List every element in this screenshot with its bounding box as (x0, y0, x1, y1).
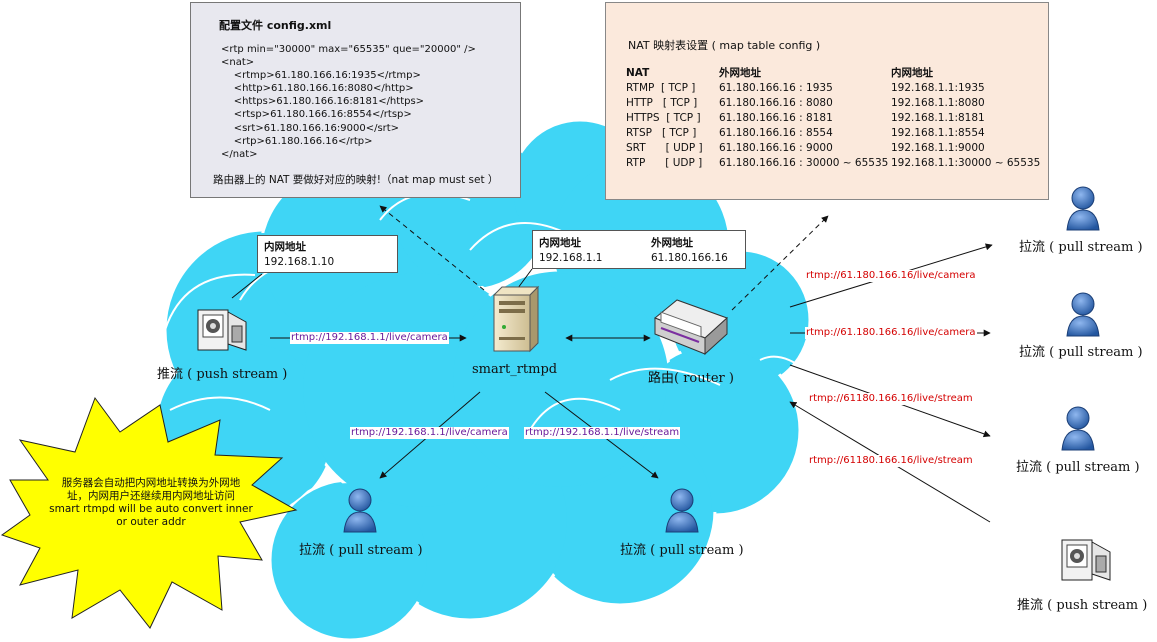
camera-push-label: 推流 ( push stream ) (157, 367, 288, 382)
nat-cell: 61.180.166.16 : 1935 (719, 82, 833, 94)
config-line: <srt>61.180.166.16:9000</srt> (221, 122, 400, 134)
table-row: RTMP [ TCP ] 61.180.166.16 : 1935 192.16… (626, 81, 1040, 96)
nat-header: 内网地址 (891, 67, 933, 79)
router-icon (654, 299, 728, 356)
nat-cell: HTTP [ TCP ] (626, 97, 698, 109)
pull-left-label: 拉流 ( pull stream ) (299, 543, 423, 558)
router-label: 路由( router ) (648, 371, 734, 386)
nat-cell: RTP [ UDP ] (626, 157, 703, 169)
nat-cell: 61.180.166.16 : 8554 (719, 127, 833, 139)
config-dashed-arrow (379, 205, 485, 291)
nat-table: NAT 外网地址 内网地址 RTMP [ TCP ] 61.180.166.16… (626, 66, 1040, 171)
server-address-box: 内网地址 192.168.1.1 外网地址 61.180.166.16 (532, 230, 746, 269)
config-note: 路由器上的 NAT 要做好对应的映射!（nat map must set ） (213, 174, 499, 186)
person-icon (1066, 186, 1100, 231)
auto-convert-note: 服务器会自动把内网地址转换为外网地 址，内网用户还继续用内网地址访问 smart… (40, 477, 262, 529)
config-file-box: 配置文件 config.xml <rtp min="30000" max="65… (190, 2, 521, 198)
camera-address-box: 内网地址 192.168.1.10 (257, 235, 398, 273)
nat-cell: 192.168.1.1:1935 (891, 82, 985, 94)
config-line: <rtmp>61.180.166.16:1935</rtmp> (221, 70, 421, 82)
pull-right-label-1: 拉流 ( pull stream ) (1019, 240, 1143, 255)
nat-cell: 192.168.1.1:8080 (891, 97, 985, 109)
nat-cell: 192.168.1.1:30000 ~ 65535 (891, 157, 1041, 169)
table-row: HTTPS [ TCP ] 61.180.166.16 : 8181 192.1… (626, 111, 1040, 126)
nat-header: 外网地址 (719, 67, 761, 79)
note-starburst (0, 396, 298, 629)
url-out-4: rtmp://61180.166.16/live/stream (808, 455, 974, 467)
url-pull-left: rtmp://192.168.1.1/live/camera (350, 427, 509, 439)
note-line: 址，内网用户还继续用内网地址访问 (67, 490, 235, 502)
nat-header: NAT (626, 67, 650, 79)
table-row: SRT [ UDP ] 61.180.166.16 : 9000 192.168… (626, 141, 1040, 156)
address-value: 192.168.1.10 (264, 256, 335, 268)
nat-header-row: NAT 外网地址 内网地址 (626, 66, 1040, 81)
url-out-1: rtmp://61.180.166.16/live/camera (805, 270, 977, 282)
nat-cell: 192.168.1.1:8181 (891, 112, 985, 124)
table-row: RTP [ UDP ] 61.180.166.16 : 30000 ~ 6553… (626, 156, 1040, 171)
pull-mid-label: 拉流 ( pull stream ) (620, 543, 744, 558)
nat-cell: 61.180.166.16 : 8181 (719, 112, 833, 124)
outer-address-col: 外网地址 61.180.166.16 (651, 236, 728, 266)
config-line: <rtp>61.180.166.16</rtp> (221, 135, 373, 147)
nat-cell: 61.180.166.16 : 9000 (719, 142, 833, 154)
table-row: RTSP [ TCP ] 61.180.166.16 : 8554 192.16… (626, 126, 1040, 141)
address-label: 内网地址 (539, 237, 581, 249)
url-out-2: rtmp://61.180.166.16/live/camera (805, 327, 977, 339)
config-line: </nat> (221, 148, 258, 160)
nat-cell: RTMP [ TCP ] (626, 82, 696, 94)
url-push-in: rtmp://192.168.1.1/live/camera (290, 332, 449, 344)
nat-map-box: NAT 映射表设置 ( map table config ) NAT 外网地址 … (605, 2, 1049, 200)
config-line: <http>61.180.166.16:8080</http> (221, 83, 414, 95)
camera-icon (1061, 539, 1111, 581)
nat-dashed-arrow (731, 215, 829, 311)
config-code: <rtp min="30000" max="65535" que="20000"… (221, 43, 476, 161)
server-label: smart_rtmpd (472, 362, 558, 377)
push-right-label: 推流 ( push stream ) (1017, 598, 1148, 613)
person-icon (665, 488, 699, 533)
pull-right-label-3: 拉流 ( pull stream ) (1016, 460, 1140, 475)
note-line: or outer addr (116, 516, 186, 528)
nat-cell: RTSP [ TCP ] (626, 127, 697, 139)
nat-cell: 61.180.166.16 : 30000 ~ 65535 (719, 157, 889, 169)
config-line: <https>61.180.166.16:8181</https> (221, 96, 425, 108)
config-line: <rtp min="30000" max="65535" que="20000"… (221, 44, 476, 55)
note-line: 服务器会自动把内网地址转换为外网地 (61, 477, 241, 489)
nat-cell: 61.180.166.16 : 8080 (719, 97, 833, 109)
inner-box-pointer (231, 273, 263, 299)
nat-cell: HTTPS [ TCP ] (626, 112, 701, 124)
person-icon (1061, 406, 1095, 451)
server-icon (492, 285, 540, 353)
nat-cell: 192.168.1.1:9000 (891, 142, 985, 154)
person-icon (343, 488, 377, 533)
nat-cell: SRT [ UDP ] (626, 142, 703, 154)
address-value: 61.180.166.16 (651, 252, 728, 264)
nat-title: NAT 映射表设置 ( map table config ) (628, 39, 821, 52)
config-line: <rtsp>61.180.166.16:8554</rtsp> (221, 109, 412, 121)
inner-address-col: 内网地址 192.168.1.1 (539, 236, 602, 266)
person-icon (1066, 292, 1100, 337)
pull-right-label-2: 拉流 ( pull stream ) (1019, 345, 1143, 360)
table-row: HTTP [ TCP ] 61.180.166.16 : 8080 192.16… (626, 96, 1040, 111)
url-pull-mid: rtmp://192.168.1.1/live/stream (524, 427, 681, 439)
nat-cell: 192.168.1.1:8554 (891, 127, 985, 139)
config-line: <nat> (221, 57, 255, 69)
url-out-3: rtmp://61180.166.16/live/stream (808, 393, 974, 405)
config-title: 配置文件 config.xml (219, 19, 332, 32)
camera-icon (197, 309, 247, 351)
note-line: smart rtmpd will be auto convert inner (49, 503, 253, 515)
address-label: 外网地址 (651, 237, 693, 249)
address-value: 192.168.1.1 (539, 252, 603, 264)
address-label: 内网地址 (264, 241, 306, 253)
